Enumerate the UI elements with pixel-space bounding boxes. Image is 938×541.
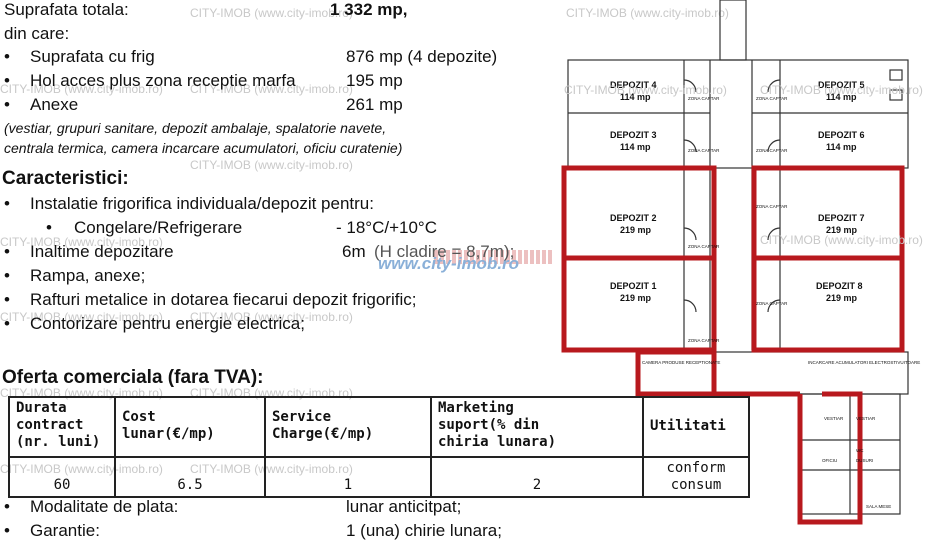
zone-label: ZONA CAPTAR bbox=[756, 204, 788, 209]
char-bullet: • bbox=[4, 242, 10, 261]
room-area: 114 mp bbox=[826, 142, 857, 152]
room-name: DEPOZIT 5 bbox=[818, 80, 865, 90]
offer-value-cell: 1 bbox=[264, 456, 432, 498]
offer-value-cell: 2 bbox=[430, 456, 644, 498]
char-item: Inaltime depozitare bbox=[30, 242, 174, 261]
floor-plan: DEPOZIT 4 114 mp DEPOZIT 5 114 mp DEPOZI… bbox=[561, 0, 923, 525]
summary-bullet: • bbox=[4, 71, 10, 90]
annex-label: DUSURI bbox=[856, 458, 873, 463]
logo-text: www.city-imob.ro bbox=[378, 254, 520, 273]
summary-item-label: Anexe bbox=[30, 95, 79, 114]
char-item: Rampa, anexe; bbox=[30, 266, 146, 285]
annex-label: VESTIAR bbox=[856, 416, 876, 421]
char-item: Congelare/Refrigerare bbox=[74, 218, 243, 237]
summary-item-label: Hol acces plus zona receptie marfa bbox=[30, 71, 296, 90]
summary-item-label: Suprafata cu frig bbox=[30, 47, 155, 66]
zone-label: ZONA CAPTAR bbox=[688, 96, 720, 101]
room-area: 219 mp bbox=[620, 225, 652, 235]
char-item: Rafturi metalice in dotarea fiecarui dep… bbox=[30, 290, 417, 309]
total-value: 1 332 mp, bbox=[330, 0, 408, 19]
din-care-label: din care: bbox=[4, 24, 70, 43]
summary-item-value: 195 mp bbox=[346, 71, 403, 90]
zone-label: ZONA CAPTAR bbox=[756, 148, 788, 153]
room-name: DEPOZIT 8 bbox=[816, 281, 863, 291]
summary-note: (vestiar, grupuri sanitare, depozit amba… bbox=[4, 120, 387, 136]
zone-label: ZONA CAPTAR bbox=[688, 148, 720, 153]
char-item: Contorizare pentru energie electrica; bbox=[30, 314, 305, 333]
room-area: 219 mp bbox=[826, 225, 858, 235]
watermark: CITY-IMOB (www.city-imob.ro) bbox=[190, 310, 353, 324]
zone-label: ZONA CAPTAR bbox=[756, 96, 788, 101]
annex-label: SALA MESE bbox=[866, 504, 891, 509]
summary-item-value: 261 mp bbox=[346, 95, 403, 114]
zone-label: ZONA CAPTAR bbox=[688, 338, 720, 343]
offer-value-cell: 6.5 bbox=[114, 456, 266, 498]
char-bullet: • bbox=[4, 290, 10, 309]
char-item: Instalatie frigorifica individuala/depoz… bbox=[30, 194, 374, 213]
room-name: DEPOZIT 6 bbox=[818, 130, 865, 140]
room-area: 219 mp bbox=[826, 293, 858, 303]
summary-note: centrala termica, camera incarcare acumu… bbox=[4, 140, 403, 156]
watermark: CITY-IMOB (www.city-imob.ro) bbox=[190, 158, 353, 172]
logo-skyline bbox=[434, 250, 554, 264]
char-subbullet: • bbox=[46, 218, 52, 237]
watermark: CITY-IMOB (www.city-imob.ro) bbox=[0, 235, 163, 249]
watermark: CITY-IMOB (www.city-imob.ro) bbox=[564, 83, 727, 97]
watermark: CITY-IMOB (www.city-imob.ro) bbox=[566, 6, 729, 20]
payment-value: 1 (una) chirie lunara; bbox=[346, 521, 502, 540]
char-bullet: • bbox=[4, 194, 10, 213]
total-label: Suprafata totala: bbox=[4, 0, 129, 19]
watermark: CITY-IMOB (www.city-imob.ro) bbox=[190, 6, 353, 20]
camera-label: CAMERA PRODUSE RECEPTIONATE bbox=[642, 360, 720, 365]
watermark: CITY-IMOB (www.city-imob.ro) bbox=[0, 82, 163, 96]
city-imob-logo: www.city-imob.ro bbox=[378, 250, 554, 274]
room-name: DEPOZIT 1 bbox=[610, 281, 657, 291]
payment-value: lunar anticitpat; bbox=[346, 497, 462, 516]
annex-label: WC bbox=[856, 448, 864, 453]
annex-label: OFICIU bbox=[822, 458, 837, 463]
room-name: DEPOZIT 4 bbox=[610, 80, 657, 90]
room-area: 219 mp bbox=[620, 293, 652, 303]
summary-item-value: 876 mp (4 depozite) bbox=[346, 47, 498, 66]
zone-label: ZONA CAPTAR bbox=[688, 244, 720, 249]
watermark: CITY-IMOB (www.city-imob.ro) bbox=[190, 82, 353, 96]
summary-bullet: • bbox=[4, 47, 10, 66]
room-area: 114 mp bbox=[620, 142, 651, 152]
offer-value-cell: 60 bbox=[8, 456, 116, 498]
watermark: CITY-IMOB (www.city-imob.ro) bbox=[760, 233, 923, 247]
watermark: CITY-IMOB (www.city-imob.ro) bbox=[0, 310, 163, 324]
payment-label: Modalitate de plata: bbox=[30, 497, 179, 516]
offer-title: Oferta comerciala (fara TVA): bbox=[2, 367, 264, 388]
summary-bullet: • bbox=[4, 95, 10, 114]
payment-bullet: • bbox=[4, 497, 10, 516]
payment-bullet: • bbox=[4, 521, 10, 540]
room-name: DEPOZIT 2 bbox=[610, 213, 657, 223]
room-area: 114 mp bbox=[620, 92, 651, 102]
characteristics-title: Caracteristici: bbox=[2, 168, 129, 189]
offer-value-cell: conform consum bbox=[642, 456, 750, 498]
char-bullet: • bbox=[4, 314, 10, 333]
zone-label: ZONA CAPTAR bbox=[756, 301, 788, 306]
room-area: 114 mp bbox=[826, 92, 857, 102]
room-name: DEPOZIT 7 bbox=[818, 213, 865, 223]
watermark: CITY-IMOB (www.city-imob.ro) bbox=[760, 83, 923, 97]
char-value-note: (H cladire = 8,7m); bbox=[374, 242, 515, 261]
room-name: DEPOZIT 3 bbox=[610, 130, 657, 140]
payment-label: Garantie: bbox=[30, 521, 100, 540]
offer-header-cell: Utilitati bbox=[642, 396, 750, 458]
char-bullet: • bbox=[4, 266, 10, 285]
incarcare-label: INCARCARE ACUMULATORI ELECTROSTIVUITOARE bbox=[808, 360, 920, 365]
offer-value-row: 60 6.5 1 2 conform consum bbox=[8, 456, 750, 498]
annex-label: VESTIAR bbox=[824, 416, 844, 421]
char-value: - 18°C/+10°C bbox=[336, 218, 438, 237]
char-value: 6m bbox=[342, 242, 366, 261]
